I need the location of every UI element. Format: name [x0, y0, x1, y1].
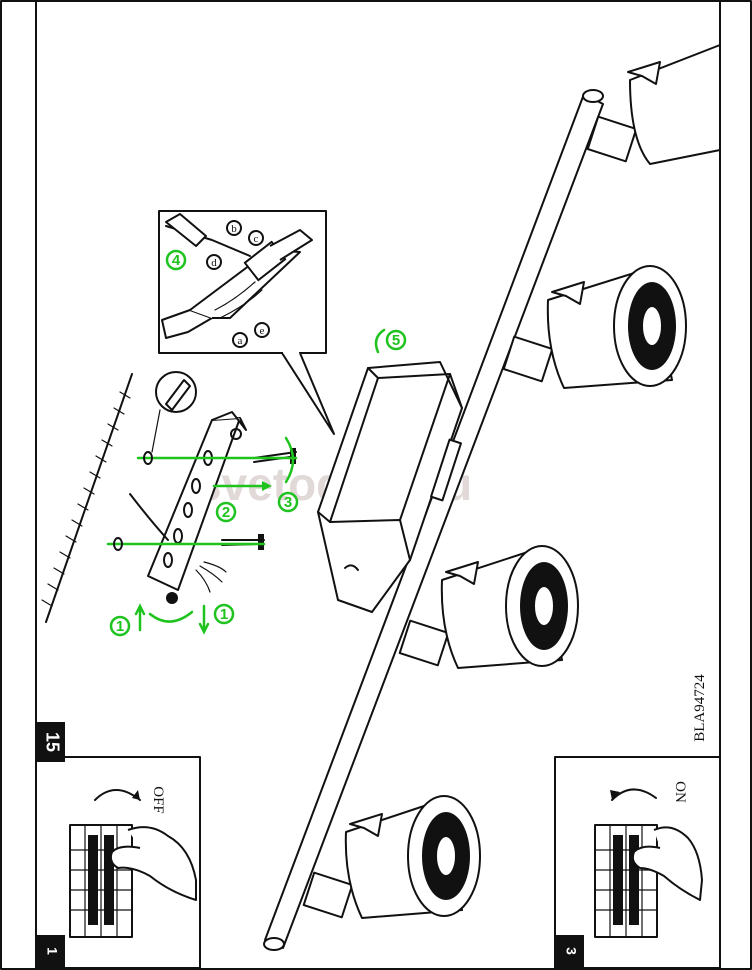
step-badge: [213, 603, 235, 625]
product-code: BLA94724: [692, 674, 708, 742]
hand-icon: [109, 826, 197, 901]
ceiling-canopy: [317, 361, 463, 613]
step-2-label: 2: [222, 504, 230, 521]
rotate-arrow-icon: [611, 788, 657, 801]
rotate-arrow-icon: [284, 436, 295, 484]
step-badge: [165, 249, 187, 271]
step-1-group: 1 1: [109, 603, 235, 637]
corner-mark: 1: [44, 947, 60, 955]
dowel-detail: [151, 371, 197, 453]
on-label: ON: [672, 781, 688, 803]
power-off-panel: 1 OFF: [35, 756, 201, 969]
mark-d: d: [211, 257, 217, 269]
corner-mark-box: [37, 935, 65, 967]
step-badge: [109, 615, 131, 637]
step-number: 15: [42, 732, 62, 752]
spotlight-4: [302, 795, 481, 919]
breaker-strip: [69, 824, 133, 938]
corner-mark-box: [556, 935, 584, 967]
spotlight-2: [502, 265, 687, 389]
power-on-panel: 3 ON: [554, 756, 721, 969]
hand-icon: [631, 826, 703, 901]
mounting-bracket: [129, 411, 247, 604]
wiring-detail-box: 4 b c d a e: [158, 210, 335, 435]
mark-c: c: [254, 233, 259, 245]
spotlight-1: [586, 44, 721, 165]
step-5-label: 5: [392, 332, 400, 349]
off-label: OFF: [150, 786, 166, 814]
light-bar: [263, 89, 604, 951]
step-number-box: 15: [37, 722, 65, 762]
step-badge: [215, 501, 237, 523]
step-1-label-repeat: 1: [220, 606, 228, 623]
rotate-arrow-icon: [94, 789, 141, 801]
step-4-label: 4: [172, 252, 181, 269]
step-badge: [385, 329, 407, 351]
mark-a: a: [238, 335, 243, 347]
breaker-strip: [594, 824, 658, 938]
rotate-arrow-icon: [374, 328, 386, 354]
step-3-label: 3: [284, 494, 292, 511]
mark-b: b: [231, 223, 237, 235]
screw-lower: [221, 534, 265, 550]
mark-e: e: [260, 325, 265, 337]
spotlight-3: [398, 545, 579, 669]
callout-pointer: [281, 352, 335, 435]
corner-mark: 3: [563, 947, 579, 955]
step-1-label: 1: [116, 618, 124, 635]
ceiling-hatching: [41, 373, 133, 623]
step-badge: [277, 491, 299, 513]
